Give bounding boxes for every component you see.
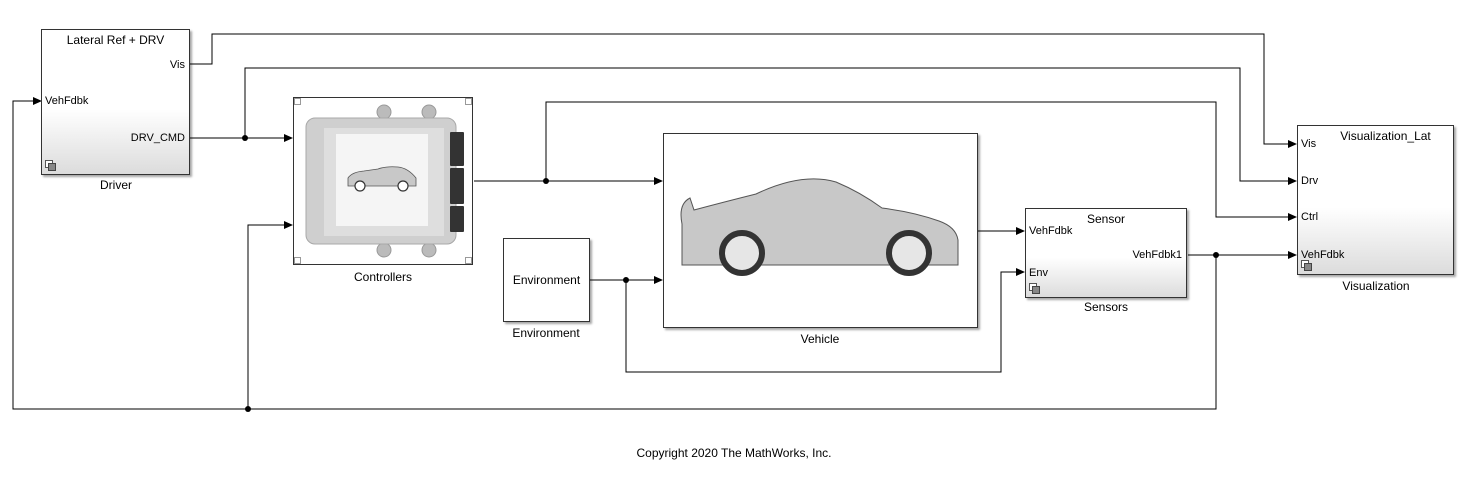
sensors-caption: Sensors: [1083, 300, 1129, 314]
branch-point: [623, 277, 629, 283]
line-feedback-to-controllers[interactable]: [247, 221, 293, 409]
vehicle-block[interactable]: [663, 133, 978, 328]
branch-point: [543, 178, 549, 184]
line-ctrl-to-visualization[interactable]: [545, 101, 1297, 221]
branch-point: [1213, 252, 1219, 258]
copyright-notice: Copyright 2020 The MathWorks, Inc.: [636, 446, 832, 460]
port-drv[interactable]: Drv: [1301, 175, 1319, 187]
line-env-to-sensors[interactable]: [625, 268, 1025, 373]
environment-block[interactable]: Environment: [503, 238, 590, 322]
subsystem-mask-icon: [1301, 260, 1312, 271]
subsystem-mask-icon: [45, 160, 56, 171]
visualization-block-title: Visualization_Lat: [1340, 129, 1431, 143]
visualization-block[interactable]: Visualization_Lat Vis Drv Ctrl VehFdbk: [1297, 125, 1454, 275]
port-vis[interactable]: Vis: [1301, 138, 1317, 150]
environment-block-label: Environment: [512, 273, 581, 287]
controllers-caption: Controllers: [353, 270, 413, 284]
port-drv-cmd[interactable]: DRV_CMD: [130, 132, 185, 144]
branch-point: [245, 406, 251, 412]
driver-block-title: Lateral Ref + DRV: [66, 33, 165, 47]
port-vehfdbk1[interactable]: VehFdbk1: [1132, 249, 1182, 261]
line-vis[interactable]: [190, 33, 1297, 148]
vehicle-caption: Vehicle: [800, 332, 840, 346]
sensors-block-title: Sensor: [1086, 212, 1126, 226]
controllers-block[interactable]: [293, 97, 473, 265]
port-ctrl[interactable]: Ctrl: [1301, 211, 1319, 223]
visualization-caption: Visualization: [1342, 279, 1410, 293]
port-vis[interactable]: Vis: [169, 59, 185, 71]
line-drv-cmd-to-visualization[interactable]: [244, 67, 1297, 185]
line-feedback-to-driver[interactable]: [12, 97, 1217, 410]
driver-block[interactable]: Lateral Ref + DRV Vis VehFdbk DRV_CMD: [41, 29, 190, 175]
branch-point: [242, 135, 248, 141]
vehicle-car-icon: [680, 178, 959, 276]
ecu-icon: [294, 98, 472, 264]
port-env[interactable]: Env: [1029, 267, 1048, 279]
driver-caption: Driver: [100, 178, 132, 192]
sensors-block[interactable]: Sensor VehFdbk Env VehFdbk1: [1025, 208, 1187, 298]
environment-caption: Environment: [512, 326, 580, 340]
port-vehfdbk[interactable]: VehFdbk: [45, 95, 89, 107]
port-vehfdbk[interactable]: VehFdbk: [1301, 249, 1345, 261]
subsystem-mask-icon: [1029, 283, 1040, 294]
port-vehfdbk[interactable]: VehFdbk: [1029, 225, 1073, 237]
